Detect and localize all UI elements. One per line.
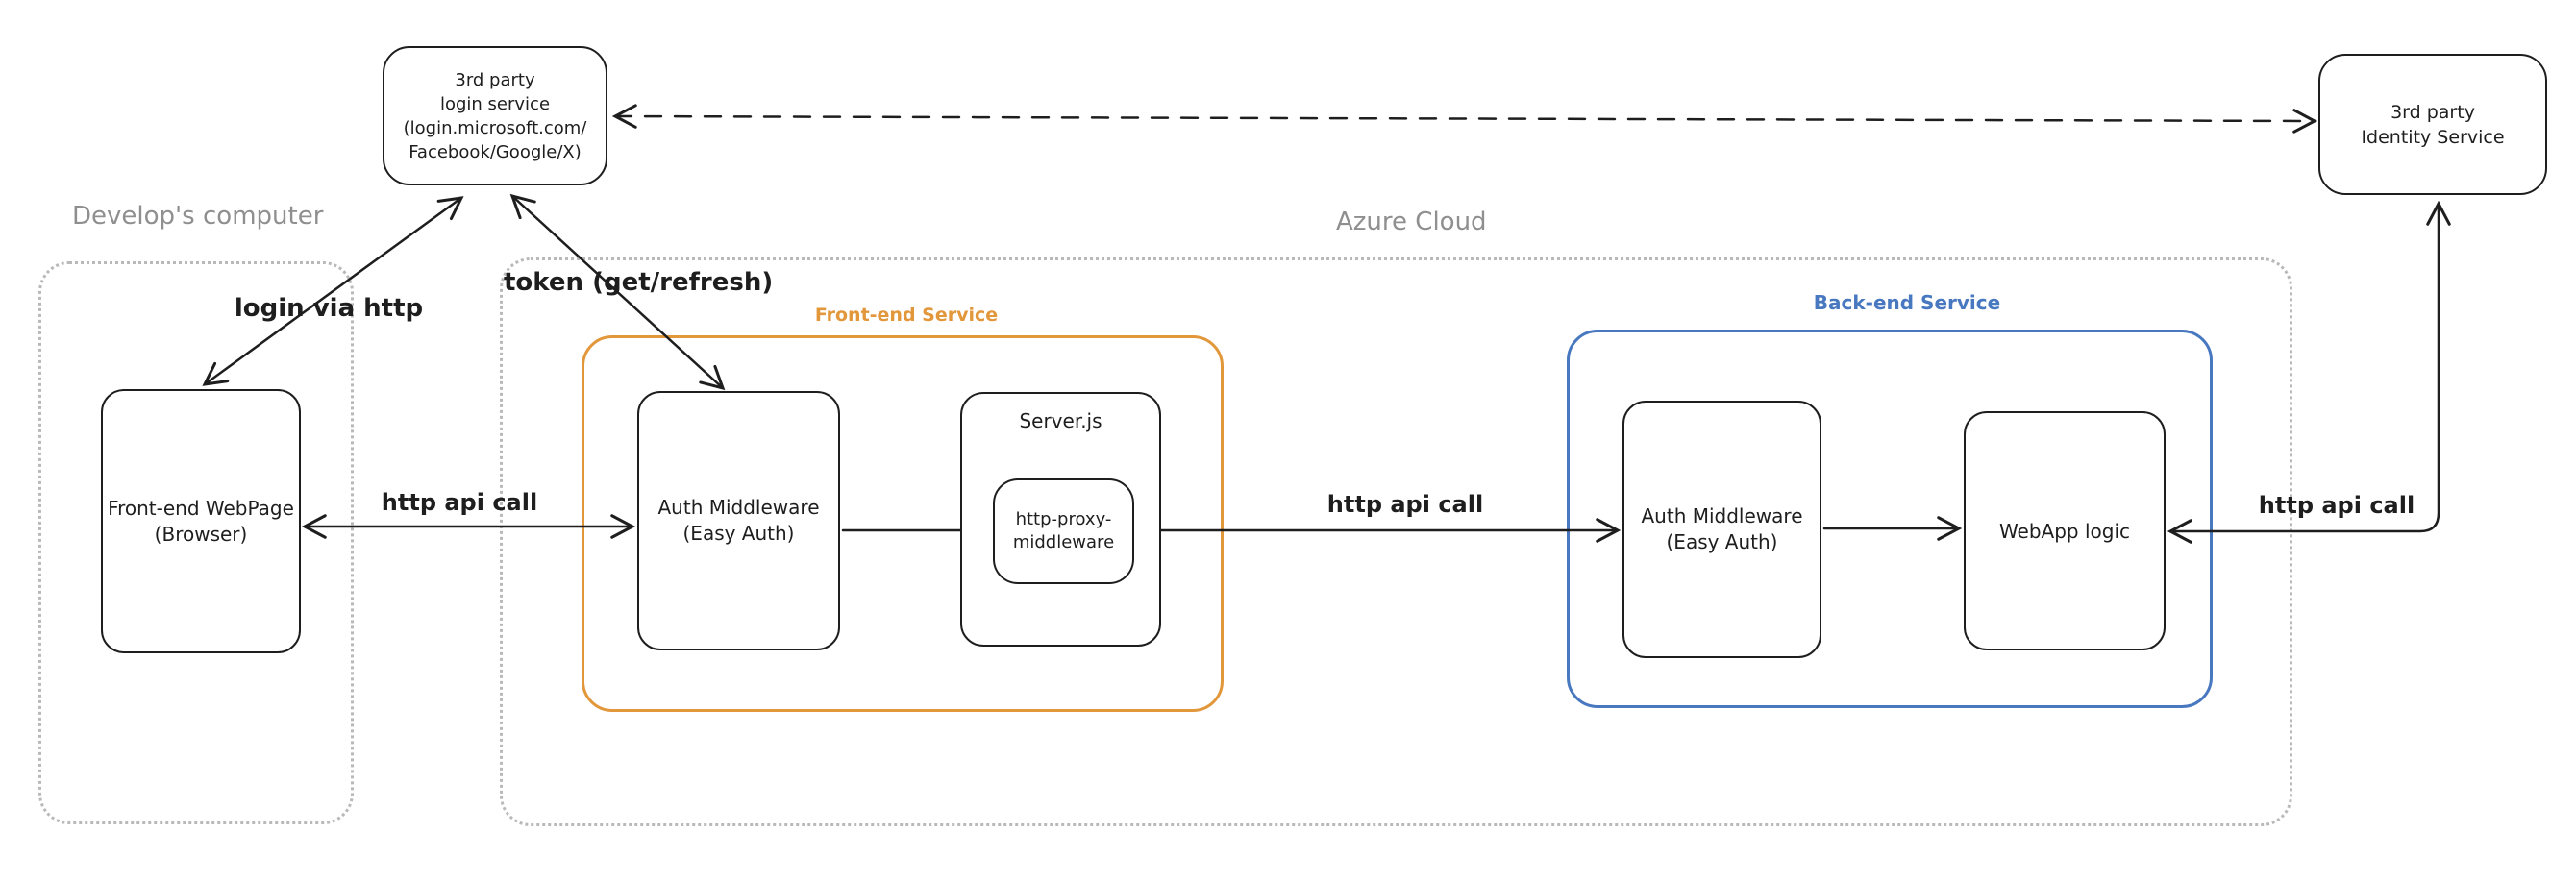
node-frontend-auth-middleware-line1: Auth Middleware <box>657 496 820 519</box>
node-backend-auth-middleware-line2: (Easy Auth) <box>1666 530 1778 553</box>
node-webapp-logic-line1: WebApp logic <box>1998 519 2131 543</box>
login-via-http-label: login via http <box>234 294 424 323</box>
backend-service-label: Back-end Service <box>1813 291 2001 314</box>
node-login-service-line1: 3rd party <box>455 69 535 90</box>
azure-cloud-label: Azure Cloud <box>1336 208 1487 236</box>
node-http-proxy-middleware: http-proxy- middleware <box>993 478 1134 584</box>
node-backend-auth-middleware-line1: Auth Middleware <box>1641 504 1803 527</box>
node-frontend-webpage: Front-end WebPage (Browser) <box>101 389 301 653</box>
node-login-service: 3rd party login service (login.microsoft… <box>383 46 607 185</box>
node-frontend-auth-middleware-line2: (Easy Auth) <box>682 522 795 545</box>
node-frontend-webpage-line1: Front-end WebPage <box>108 496 294 520</box>
token-get-refresh-label: token (get/refresh) <box>504 268 774 297</box>
node-identity-service-line2: Identity Service <box>2361 126 2505 148</box>
node-login-service-line4: Facebook/Google/X) <box>409 141 582 162</box>
node-backend-auth-middleware: Auth Middleware (Easy Auth) <box>1622 401 1821 658</box>
http-api-call-left-label: http api call <box>381 489 538 516</box>
node-frontend-webpage-line2: (Browser) <box>154 522 248 546</box>
http-api-call-mid-label: http api call <box>1326 491 1484 518</box>
http-api-call-right-label: http api call <box>2258 492 2415 519</box>
node-webapp-logic: WebApp logic <box>1964 411 2166 650</box>
node-frontend-auth-middleware: Auth Middleware (Easy Auth) <box>637 391 840 650</box>
node-identity-service-line1: 3rd party <box>2390 101 2475 123</box>
node-login-service-line3: (login.microsoft.com/ <box>403 117 587 138</box>
node-http-proxy-middleware-line2: middleware <box>1012 532 1115 552</box>
node-login-service-line2: login service <box>439 93 551 114</box>
node-identity-service: 3rd party Identity Service <box>2318 54 2547 195</box>
node-serverjs-title: Server.js <box>1019 409 1102 432</box>
developers-computer-label: Develop's computer <box>72 202 324 231</box>
frontend-service-label: Front-end Service <box>814 305 999 326</box>
edge-login-service-identity-service-dashed <box>611 104 2318 134</box>
node-http-proxy-middleware-line1: http-proxy- <box>1015 509 1112 529</box>
container-developers-computer <box>38 261 354 824</box>
